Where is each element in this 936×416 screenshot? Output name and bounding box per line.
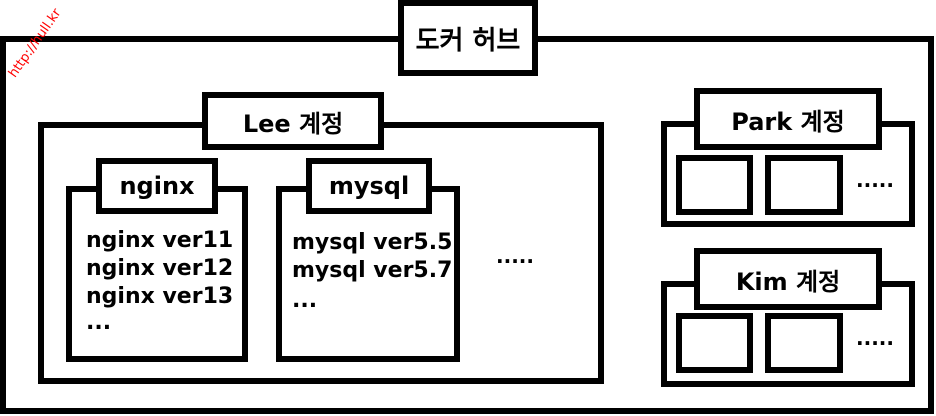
docker-hub-title-text: 도커 허브	[415, 25, 521, 56]
mysql-tag: ...	[292, 288, 318, 313]
account-park-name: Park 계정	[731, 107, 845, 136]
mysql-tag: mysql ver5.7	[292, 258, 453, 283]
lee-more-dots: .....	[496, 244, 534, 268]
account-kim-name: Kim 계정	[735, 267, 841, 296]
account-kim-label: Kim 계정	[694, 248, 882, 310]
repo-placeholder	[676, 155, 753, 215]
repo-placeholder	[676, 313, 753, 373]
repo-mysql-label: mysql	[306, 158, 432, 214]
nginx-tag: ...	[86, 310, 112, 335]
repo-placeholder	[765, 155, 843, 215]
repo-mysql-name: mysql	[328, 172, 410, 200]
repo-placeholder	[765, 313, 843, 373]
docker-hub-title: 도커 허브	[398, 0, 538, 76]
repo-nginx	[66, 186, 248, 362]
kim-more-dots: .....	[856, 326, 894, 350]
repo-nginx-name: nginx	[119, 172, 195, 200]
mysql-tag: mysql ver5.5	[292, 230, 453, 255]
nginx-tag: nginx ver13	[86, 284, 234, 309]
repo-nginx-label: nginx	[96, 158, 218, 214]
park-more-dots: .....	[856, 168, 894, 192]
nginx-tag: nginx ver12	[86, 256, 234, 281]
account-lee-label: Lee 계정	[202, 92, 384, 150]
account-lee-name: Lee 계정	[242, 109, 344, 138]
nginx-tag: nginx ver11	[86, 228, 234, 253]
account-park-label: Park 계정	[694, 88, 882, 150]
